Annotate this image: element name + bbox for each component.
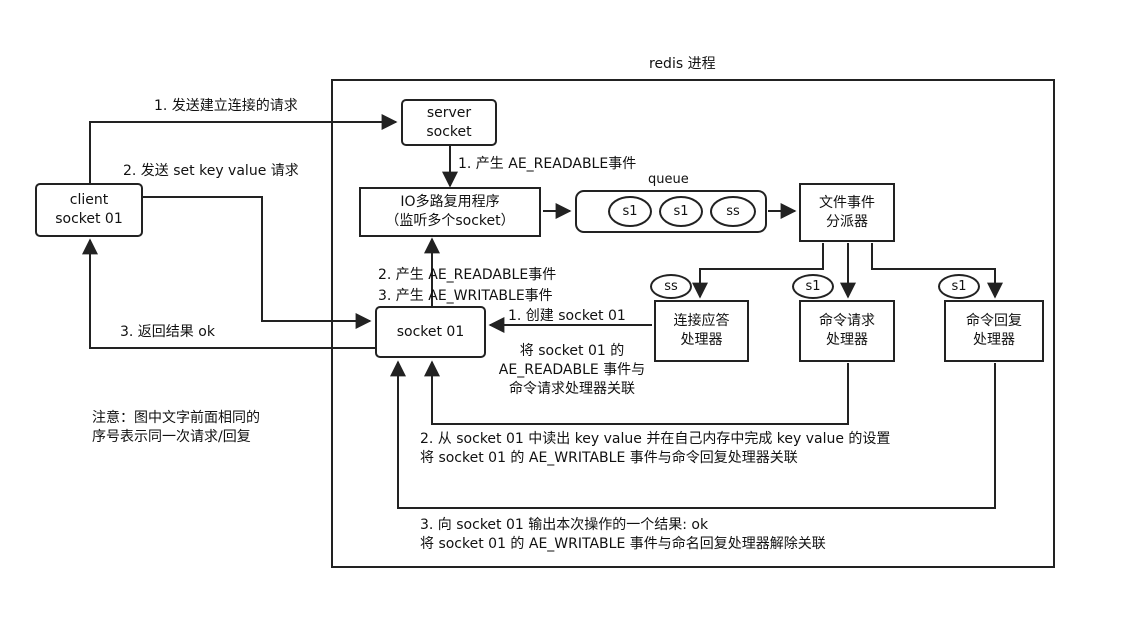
queue-item-ss: ss bbox=[710, 196, 756, 227]
arrow-read-socket bbox=[424, 360, 849, 425]
reply-handler-tag: s1 bbox=[938, 274, 980, 299]
request-handler-label-2: 处理器 bbox=[826, 332, 868, 348]
event-dispatcher-box: 文件事件 分派器 bbox=[799, 183, 895, 242]
request-handler-box: 命令请求 处理器 bbox=[799, 300, 895, 362]
io-multiplexer-label-2: （监听多个socket） bbox=[385, 213, 515, 229]
label-create-socket: 1. 创建 socket 01 bbox=[508, 308, 626, 324]
note-text: 注意：图中文字前面相同的 序号表示同一次请求/回复 bbox=[92, 409, 260, 447]
label-step3-line-2: 将 socket 01 的 AE_WRITABLE 事件与命名回复处理器解除关联 bbox=[420, 536, 826, 552]
label-assoc-line-3: 命令请求处理器关联 bbox=[509, 381, 635, 397]
client-label-1: client bbox=[69, 192, 109, 208]
server-socket-label-2: socket bbox=[426, 123, 472, 140]
label-step2-line-2: 将 socket 01 的 AE_WRITABLE 事件与命令回复处理器关联 bbox=[420, 450, 798, 466]
server-socket-box: server socket bbox=[401, 99, 497, 146]
label-produce-writable-3: 3. 产生 AE_WRITABLE事件 bbox=[378, 288, 553, 304]
label-send-connect: 1. 发送建立连接的请求 bbox=[154, 98, 298, 114]
label-produce-readable-1: 1. 产生 AE_READABLE事件 bbox=[458, 156, 637, 172]
label-step3: 3. 向 socket 01 输出本次操作的一个结果: ok 将 socket … bbox=[420, 516, 826, 554]
label-produce-readable-2: 2. 产生 AE_READABLE事件 bbox=[378, 267, 557, 283]
label-step2-line-1: 2. 从 socket 01 中读出 key value 并在自己内存中完成 k… bbox=[420, 431, 891, 447]
queue-label: queue bbox=[648, 172, 689, 187]
accept-handler-tag: ss bbox=[650, 274, 692, 299]
socket01-box: socket 01 bbox=[375, 306, 486, 358]
accept-handler-box: 连接应答 处理器 bbox=[654, 300, 749, 362]
arrow-dispatcher-to-reply bbox=[871, 243, 1003, 299]
accept-handler-label-2: 处理器 bbox=[680, 332, 723, 348]
io-multiplexer-label-1: IO多路复用程序 bbox=[400, 194, 500, 210]
accept-handler-label-1: 连接应答 bbox=[673, 313, 730, 329]
label-assoc-line-2: AE_READABLE 事件与 bbox=[498, 362, 646, 378]
label-assoc-line-1: 将 socket 01 的 bbox=[519, 343, 625, 359]
request-handler-tag: s1 bbox=[792, 274, 834, 299]
note-line-1: 注意：图中文字前面相同的 bbox=[92, 410, 260, 426]
arrow-connect-request bbox=[89, 114, 398, 184]
process-title: redis 进程 bbox=[649, 56, 716, 72]
note-line-2: 序号表示同一次请求/回复 bbox=[92, 429, 251, 445]
arrow-set-request bbox=[142, 196, 372, 329]
arrow-return-ok bbox=[82, 238, 376, 349]
label-return-ok: 3. 返回结果 ok bbox=[120, 324, 215, 340]
socket01-label: socket 01 bbox=[396, 323, 465, 340]
request-handler-label-1: 命令请求 bbox=[819, 313, 875, 329]
reply-handler-box: 命令回复 处理器 bbox=[944, 300, 1044, 362]
reply-handler-label-2: 处理器 bbox=[973, 332, 1015, 348]
redis-process-frame bbox=[331, 79, 1055, 568]
dispatcher-label-1: 文件事件 bbox=[819, 194, 875, 211]
label-send-set: 2. 发送 set key value 请求 bbox=[123, 163, 299, 179]
label-step3-line-1: 3. 向 socket 01 输出本次操作的一个结果: ok bbox=[420, 517, 709, 533]
client-label-2: socket 01 bbox=[55, 211, 123, 227]
queue-item-s1-b: s1 bbox=[659, 196, 703, 227]
arrow-write-socket bbox=[390, 360, 996, 509]
reply-handler-label-1: 命令回复 bbox=[966, 313, 1022, 329]
client-box: client socket 01 bbox=[35, 183, 143, 237]
io-multiplexer-box: IO多路复用程序 （监听多个socket） bbox=[359, 187, 541, 237]
dispatcher-label-2: 分派器 bbox=[826, 213, 868, 230]
arrow-dispatcher-to-accept bbox=[692, 243, 824, 299]
server-socket-label-1: server bbox=[426, 104, 472, 121]
label-assoc-readable: 将 socket 01 的 AE_READABLE 事件与 命令请求处理器关联 bbox=[482, 342, 662, 399]
queue-item-s1-a: s1 bbox=[608, 196, 652, 227]
label-step2: 2. 从 socket 01 中读出 key value 并在自己内存中完成 k… bbox=[420, 430, 890, 468]
